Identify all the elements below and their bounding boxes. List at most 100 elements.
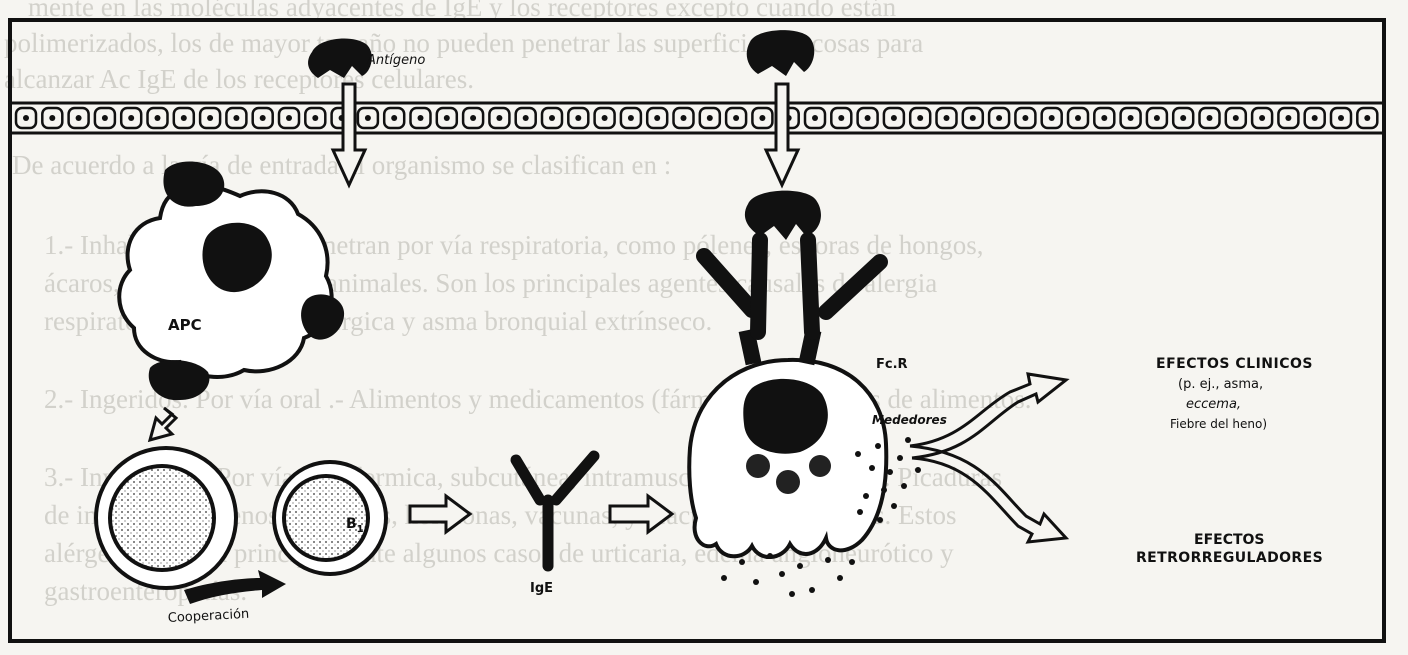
- epithelial-nucleus: [1101, 115, 1107, 121]
- granule: [797, 563, 803, 569]
- epithelial-layer: [12, 103, 1384, 133]
- epithelial-nucleus: [1233, 115, 1239, 121]
- epithelial-nucleus: [1364, 115, 1370, 121]
- epithelial-nucleus: [1285, 115, 1291, 121]
- epithelial-nucleus: [1259, 115, 1265, 121]
- epithelial-nucleus: [996, 115, 1002, 121]
- epithelial-nucleus: [549, 115, 555, 121]
- antigen-bridging: [745, 191, 821, 240]
- mast-cell: [689, 360, 886, 557]
- epithelial-nucleus: [181, 115, 187, 121]
- epithelial-nucleus: [759, 115, 765, 121]
- epithelial-nucleus: [891, 115, 897, 121]
- clinical-effects-title: EFECTOS CLINICOS: [1156, 356, 1313, 372]
- regulatory-effects-line1: EFECTOS: [1194, 532, 1265, 548]
- granule: [891, 503, 897, 509]
- epithelial-nucleus: [523, 115, 529, 121]
- effects-fork-arrows: [910, 374, 1066, 542]
- receptor-label: Fc.R: [876, 357, 908, 372]
- granule: [877, 517, 883, 523]
- epithelial-nucleus: [575, 115, 581, 121]
- ige-label: IgE: [530, 581, 553, 596]
- epithelial-nucleus: [444, 115, 450, 121]
- epithelial-nucleus: [1207, 115, 1213, 121]
- epithelial-nucleus: [812, 115, 818, 121]
- epithelial-nucleus: [628, 115, 634, 121]
- regulatory-effects-line2: RETRORREGULADORES: [1136, 550, 1323, 566]
- epithelial-nucleus: [1075, 115, 1081, 121]
- bcell-to-ige-arrow: [410, 496, 470, 532]
- granule: [855, 451, 861, 457]
- epithelial-nucleus: [365, 115, 371, 121]
- mediators-label: Mededores: [872, 413, 947, 427]
- granule: [881, 487, 887, 493]
- clinical-effects-line3: Fiebre del heno): [1170, 417, 1267, 431]
- antigen-label: Antígeno: [366, 53, 425, 68]
- regulatory-effects: EFECTOS RETRORREGULADORES: [1136, 532, 1323, 566]
- epithelial-nucleus: [1180, 115, 1186, 121]
- epithelial-nucleus: [602, 115, 608, 121]
- clinical-effects-line1: (p. ej., asma,: [1178, 377, 1263, 392]
- epithelial-nucleus: [654, 115, 660, 121]
- granule: [887, 469, 893, 475]
- epithelial-nucleus: [970, 115, 976, 121]
- epithelial-nucleus: [391, 115, 397, 121]
- granule: [721, 575, 727, 581]
- epithelial-nucleus: [155, 115, 161, 121]
- epithelial-nucleus: [233, 115, 239, 121]
- epithelial-nucleus: [260, 115, 266, 121]
- granule: [789, 591, 795, 597]
- apc-to-bcell-arrow: [150, 408, 176, 440]
- epithelial-nucleus: [1312, 115, 1318, 121]
- cooperation-label: Cooperación: [167, 607, 249, 626]
- epithelial-nucleus: [102, 115, 108, 121]
- granule: [897, 455, 903, 461]
- antigen-blob-top-left: [308, 38, 372, 78]
- epithelial-nucleus: [312, 115, 318, 121]
- granule: [825, 557, 831, 563]
- clinical-effects-line2: eccema,: [1186, 397, 1241, 412]
- bound-ige-pair: [704, 240, 880, 332]
- epithelial-nucleus: [944, 115, 950, 121]
- apc-label: APC: [168, 316, 202, 334]
- granule: [869, 465, 875, 471]
- epithelial-nucleus: [865, 115, 871, 121]
- epithelial-nucleus: [838, 115, 844, 121]
- granule: [809, 587, 815, 593]
- granule: [779, 571, 785, 577]
- epithelial-nucleus: [49, 115, 55, 121]
- epithelial-nucleus: [733, 115, 739, 121]
- epithelial-nucleus: [470, 115, 476, 121]
- epithelial-nucleus: [496, 115, 502, 121]
- granule: [901, 483, 907, 489]
- epithelial-nucleus: [707, 115, 713, 121]
- epithelial-nucleus: [681, 115, 687, 121]
- granule: [767, 553, 773, 559]
- epithelial-nucleus: [1022, 115, 1028, 121]
- clinical-effects: EFECTOS CLINICOS (p. ej., asma, eccema, …: [1156, 356, 1313, 431]
- granule: [739, 559, 745, 565]
- apc-cell: [119, 161, 344, 400]
- granule: [837, 575, 843, 581]
- epithelial-nucleus: [76, 115, 82, 121]
- epithelial-nucleus: [917, 115, 923, 121]
- granule: [915, 467, 921, 473]
- granule: [875, 443, 881, 449]
- epithelial-nucleus: [1049, 115, 1055, 121]
- ige-to-mast-arrow: [610, 496, 672, 532]
- b-cell-right: [274, 462, 386, 574]
- epithelial-nucleus: [128, 115, 134, 121]
- epithelial-nucleus: [418, 115, 424, 121]
- b-cell-left: [96, 448, 236, 588]
- granule: [849, 559, 855, 565]
- epithelial-nucleus: [286, 115, 292, 121]
- antigen-blob-top-right: [747, 30, 815, 76]
- granule: [753, 579, 759, 585]
- epithelial-nucleus: [1154, 115, 1160, 121]
- ige-antibody: [516, 456, 594, 566]
- epithelial-nucleus: [1128, 115, 1134, 121]
- granule: [857, 509, 863, 515]
- granule: [863, 493, 869, 499]
- epithelial-nucleus: [23, 115, 29, 121]
